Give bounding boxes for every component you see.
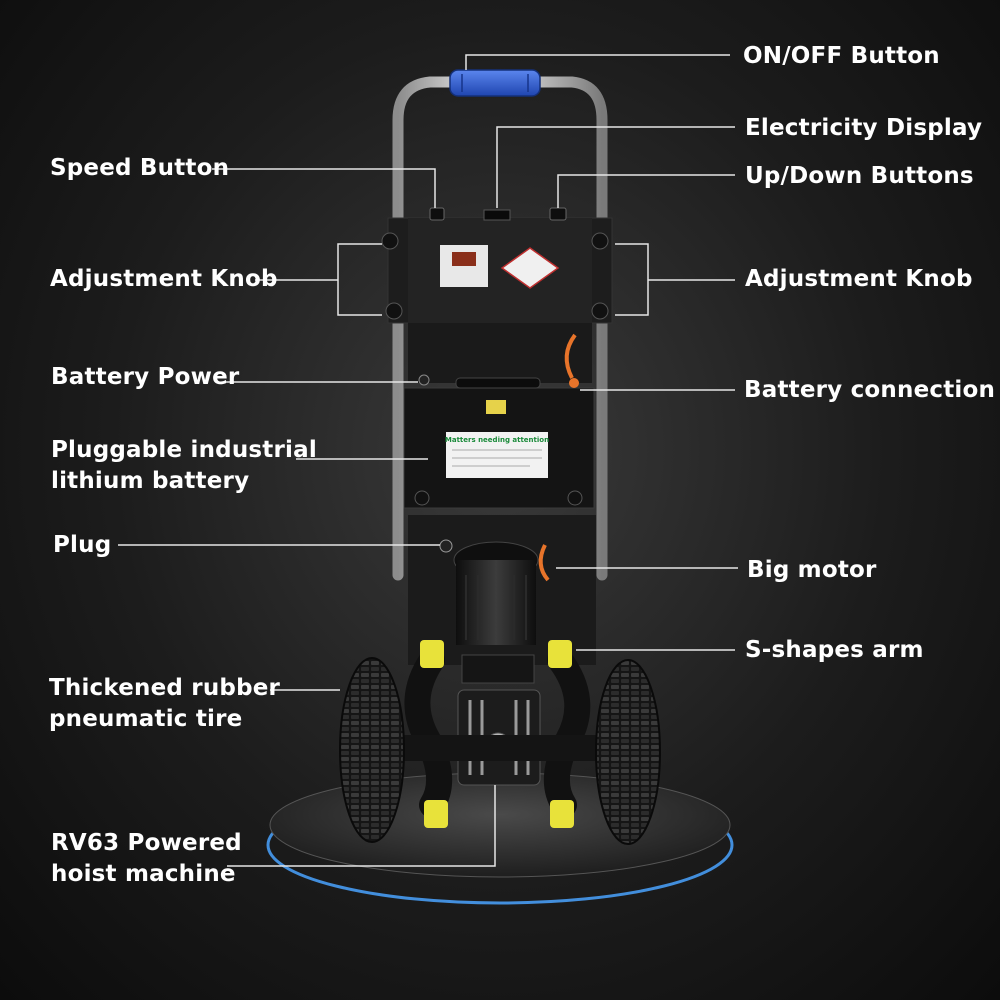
label-plug: Plug xyxy=(53,532,112,558)
label-battery-line1: Pluggable industrial xyxy=(51,437,317,463)
label-speed-button: Speed Button xyxy=(50,155,230,181)
notice-sticker xyxy=(446,432,548,478)
battery-cable xyxy=(564,333,577,379)
lithium-battery[interactable]: Matters needing attention xyxy=(403,377,595,509)
adjustment-knobs[interactable] xyxy=(381,232,609,320)
plug[interactable] xyxy=(439,539,453,553)
right-pneumatic-tire xyxy=(595,659,661,845)
big-motor xyxy=(453,541,539,645)
label-electricity-display: Electricity Display xyxy=(745,115,983,141)
handle-grip[interactable] xyxy=(449,69,541,97)
label-tire-line2: pneumatic tire xyxy=(49,706,243,732)
label-hoist-line1: RV63 Powered xyxy=(51,830,242,856)
label-on-off-button: ON/OFF Button xyxy=(743,43,940,69)
speed-button[interactable] xyxy=(429,207,445,221)
label-up-down-buttons: Up/Down Buttons xyxy=(745,163,974,189)
electricity-display xyxy=(483,209,511,221)
up-down-buttons[interactable] xyxy=(549,207,567,221)
left-pneumatic-tire xyxy=(339,657,405,843)
label-adjustment-knob-right: Adjustment Knob xyxy=(745,266,973,292)
leader-lines xyxy=(118,54,738,867)
label-big-motor: Big motor xyxy=(747,557,877,583)
control-box xyxy=(387,217,613,324)
yellow-rollers xyxy=(420,640,574,828)
label-battery-line2: lithium battery xyxy=(51,468,250,494)
label-battery-connection: Battery connection xyxy=(744,377,996,403)
battery-connection xyxy=(569,378,579,388)
label-s-shapes-arm: S-shapes arm xyxy=(745,637,924,663)
label-tire-line1: Thickened rubber xyxy=(49,675,281,701)
label-hoist-line2: hoist machine xyxy=(51,861,236,887)
label-adjustment-knob-left: Adjustment Knob xyxy=(50,266,278,292)
label-battery-power: Battery Power xyxy=(51,364,240,390)
battery-power-switch[interactable] xyxy=(418,374,430,386)
rv63-hoist-machine xyxy=(457,654,541,786)
display-platform xyxy=(266,772,734,905)
notice-title: Matters needing attention xyxy=(445,436,549,444)
hazard-diamond-icon xyxy=(500,247,560,289)
